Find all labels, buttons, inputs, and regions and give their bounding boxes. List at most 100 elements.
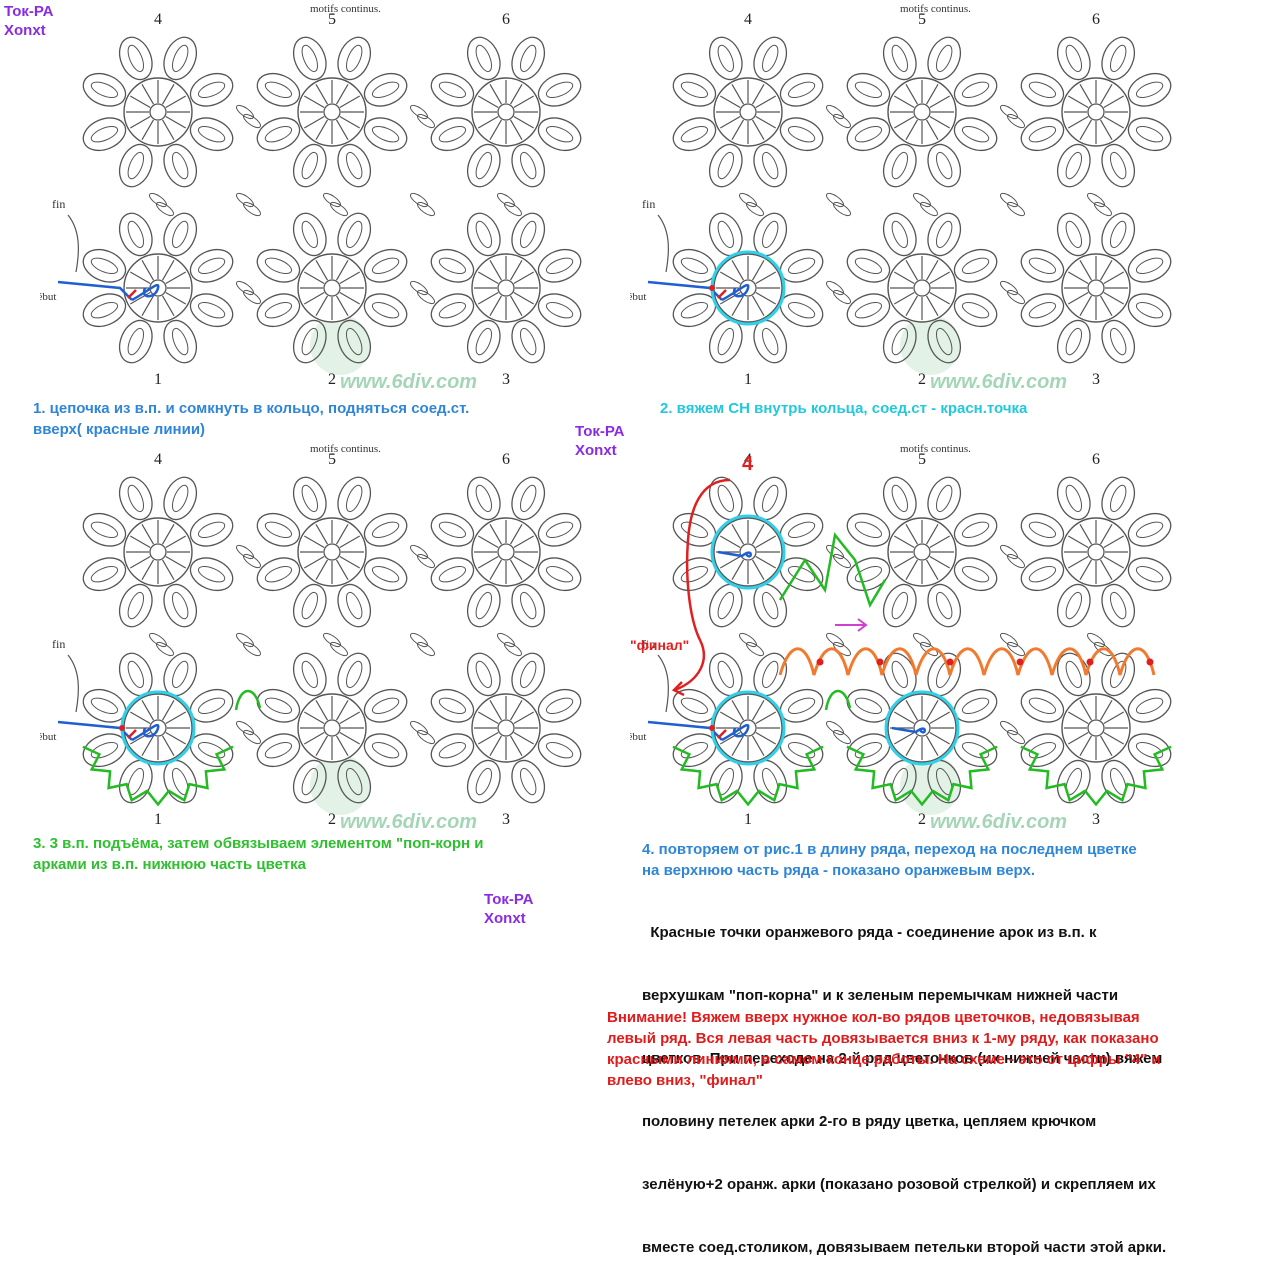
double-crochet-stitch [751, 295, 765, 317]
petal-popcorn [197, 257, 226, 275]
double-crochet-stitch [335, 559, 349, 581]
double-crochet-stitch [1079, 119, 1093, 141]
double-crochet-stitch [755, 731, 777, 745]
chain-link [416, 729, 436, 745]
petal-popcorn [717, 591, 735, 620]
double-crochet-stitch [489, 83, 503, 105]
petal [163, 143, 198, 188]
red-finish-arrowhead [671, 681, 685, 697]
double-crochet-stitch [1099, 735, 1113, 757]
petal-popcorn [438, 697, 467, 715]
motif-number: 6 [502, 451, 510, 468]
double-crochet-stitch [929, 555, 951, 569]
double-crochet-stitch [161, 523, 175, 545]
chain-link [496, 192, 516, 208]
chain-link [1093, 201, 1113, 217]
crochet-flower-motif [82, 36, 234, 188]
double-crochet-stitch [165, 291, 187, 305]
slip-stitch-dot [709, 285, 715, 291]
petal [846, 512, 891, 547]
double-crochet-stitch [731, 523, 745, 545]
double-crochet-stitch [893, 535, 915, 549]
chain-link [235, 720, 255, 736]
petal-popcorn [545, 125, 574, 143]
petal-popcorn [761, 591, 779, 620]
double-crochet-stitch [303, 555, 325, 569]
petal-popcorn [891, 151, 909, 180]
petal [256, 117, 301, 152]
double-crochet-stitch [509, 559, 523, 581]
motif-number: 1 [744, 371, 752, 388]
debut-label: début [40, 291, 56, 303]
petal-popcorn [90, 521, 119, 539]
chain-link [825, 544, 845, 560]
motif-number: 6 [1092, 11, 1100, 28]
double-crochet-stitch [513, 95, 535, 109]
double-crochet-stitch [477, 731, 499, 745]
motifs-header: motifs continus. [900, 3, 971, 15]
magic-ring [913, 103, 931, 121]
double-crochet-stitch [165, 711, 187, 725]
petal-popcorn [961, 741, 990, 759]
petal-popcorn [371, 125, 400, 143]
slip-stitch-line [717, 289, 727, 299]
petal [466, 583, 501, 628]
double-crochet-stitch [905, 699, 919, 721]
petal-popcorn [1028, 697, 1057, 715]
petal [1127, 512, 1172, 547]
petal-popcorn [761, 484, 779, 513]
petal-popcorn [197, 301, 226, 319]
petal-popcorn [1065, 660, 1083, 689]
petal [466, 652, 501, 697]
petal-popcorn [301, 767, 319, 796]
double-crochet-stitch [129, 535, 151, 549]
double-crochet-stitch [929, 291, 951, 305]
magic-ring [1087, 103, 1105, 121]
motifs-header: motifs continus. [310, 443, 381, 455]
motif-number: 3 [502, 811, 510, 828]
chain-link [1086, 632, 1106, 648]
petal [882, 319, 917, 364]
signature-line: Ток-РА [4, 3, 54, 20]
petal [337, 476, 372, 521]
chain-link [825, 720, 845, 736]
double-crochet-stitch [1103, 271, 1125, 285]
motif-number: 2 [918, 371, 926, 388]
petal-popcorn [1065, 327, 1083, 356]
chain-link [832, 553, 852, 569]
double-crochet-stitch [925, 559, 939, 581]
double-crochet-stitch [893, 731, 915, 745]
double-crochet-stitch [339, 555, 361, 569]
double-crochet-stitch [165, 535, 187, 549]
petal-popcorn [301, 484, 319, 513]
petal [882, 36, 917, 81]
petal [430, 293, 475, 328]
petal-popcorn [680, 81, 709, 99]
petal-popcorn [787, 257, 816, 275]
petal-popcorn [197, 125, 226, 143]
petal [953, 557, 998, 592]
petal [882, 212, 917, 257]
petal [82, 557, 127, 592]
petal [163, 212, 198, 257]
petal-popcorn [519, 591, 537, 620]
motif-number: 5 [328, 11, 336, 28]
petal [82, 248, 127, 283]
petal [1101, 212, 1136, 257]
petal-popcorn [438, 565, 467, 583]
center-ring [297, 77, 367, 147]
petal-popcorn [787, 301, 816, 319]
double-crochet-stitch [1099, 295, 1113, 317]
popcorn-arch-outline [82, 745, 234, 807]
double-crochet-stitch [509, 295, 523, 317]
double-crochet-stitch [755, 95, 777, 109]
petal-popcorn [90, 565, 119, 583]
double-crochet-stitch [1067, 711, 1089, 725]
double-crochet-stitch [719, 271, 741, 285]
petal [708, 36, 743, 81]
motifs-header: motifs continus. [310, 3, 381, 15]
motif-number: 3 [1092, 811, 1100, 828]
